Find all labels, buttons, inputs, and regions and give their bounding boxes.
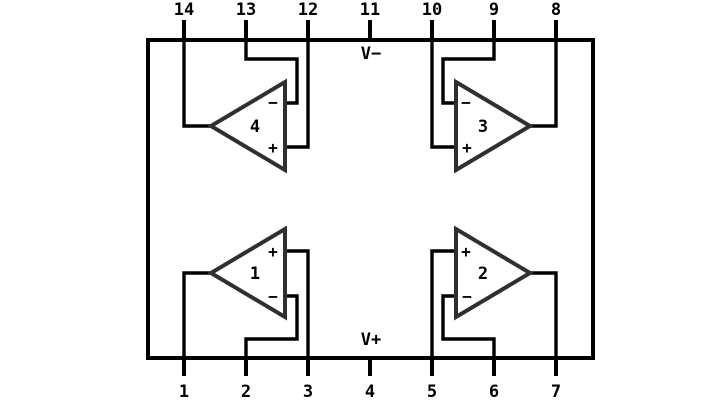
opamp-4-triangle xyxy=(207,78,287,174)
opamp-1-inverting-sign: − xyxy=(268,287,278,306)
wire-pin1-opamp1-output xyxy=(182,271,212,358)
wire-pin13-opamp4-inverting-input xyxy=(244,40,299,105)
opamp-4: − + 4 xyxy=(207,78,287,174)
pin-2-label: 2 xyxy=(241,382,251,401)
pin-5-label: 5 xyxy=(427,382,437,401)
opamp-2: + − 2 xyxy=(454,225,534,321)
positive-rail-label: V+ xyxy=(361,330,381,350)
pin-14-label: 14 xyxy=(174,0,194,20)
pin-7: 7 xyxy=(551,356,561,401)
pin-13-label: 13 xyxy=(236,0,256,20)
pin-8: 8 xyxy=(551,0,561,42)
pin-11-label: 11 xyxy=(360,0,380,20)
wire-pin7-opamp2-output xyxy=(529,271,558,358)
opamp-3-number: 3 xyxy=(478,117,488,137)
pin-7-label: 7 xyxy=(551,382,561,401)
opamp-2-inverting-sign: − xyxy=(462,287,472,306)
opamp-3-triangle xyxy=(454,78,534,174)
opamp-1: + − 1 xyxy=(207,225,287,321)
pin-10-label: 10 xyxy=(422,0,442,20)
pin-6-label: 6 xyxy=(489,382,499,401)
pin-14: 14 xyxy=(174,0,194,42)
wire-pin8-opamp3-output xyxy=(529,40,558,128)
wire-pin5-opamp2-noninverting-input xyxy=(430,249,456,358)
opamp-1-number: 1 xyxy=(250,264,260,284)
pin-5: 5 xyxy=(427,356,437,401)
opamp-3-inverting-sign: − xyxy=(461,93,471,112)
pin-13: 13 xyxy=(236,0,256,42)
pin-6: 6 xyxy=(489,356,499,401)
wire-pin10-opamp3-noninverting-input xyxy=(430,40,456,149)
pin-11: 11 xyxy=(360,0,380,42)
opamp-4-number: 4 xyxy=(250,117,260,137)
pin-9-label: 9 xyxy=(489,0,499,20)
ic-body-outline xyxy=(146,38,595,360)
pin-3-label: 3 xyxy=(303,382,313,401)
opamp-2-noninverting-sign: + xyxy=(461,242,471,261)
wire-pin6-opamp2-inverting-input xyxy=(441,294,496,358)
opamp-4-inverting-sign: − xyxy=(268,93,278,112)
pin-8-label: 8 xyxy=(551,0,561,20)
opamp-1-noninverting-sign: + xyxy=(268,242,278,261)
pin-9: 9 xyxy=(489,0,499,42)
opamp-1-triangle xyxy=(207,225,287,321)
opamp-3: − + 3 xyxy=(454,78,534,174)
opamp-2-number: 2 xyxy=(478,264,488,284)
wire-pin3-opamp1-noninverting-input xyxy=(285,249,310,358)
opamp-4-noninverting-sign: + xyxy=(268,138,278,157)
pin-12: 12 xyxy=(298,0,318,42)
pin-2: 2 xyxy=(241,356,251,401)
pin-10: 10 xyxy=(422,0,442,42)
wire-pin14-opamp4-output xyxy=(182,40,212,128)
pin-12-label: 12 xyxy=(298,0,318,20)
pin-4: 4 xyxy=(365,356,375,401)
pin-3: 3 xyxy=(303,356,313,401)
pin-1: 1 xyxy=(179,356,189,401)
pin-1-label: 1 xyxy=(179,382,189,401)
opamp-2-triangle xyxy=(454,225,534,321)
wire-pin2-opamp1-inverting-input xyxy=(244,294,299,358)
negative-rail-label: V− xyxy=(361,44,381,64)
wire-pin12-opamp4-noninverting-input xyxy=(285,40,310,149)
wire-pin9-opamp3-inverting-input xyxy=(441,40,496,105)
pin-4-label: 4 xyxy=(365,382,375,401)
opamp-3-noninverting-sign: + xyxy=(462,138,472,157)
